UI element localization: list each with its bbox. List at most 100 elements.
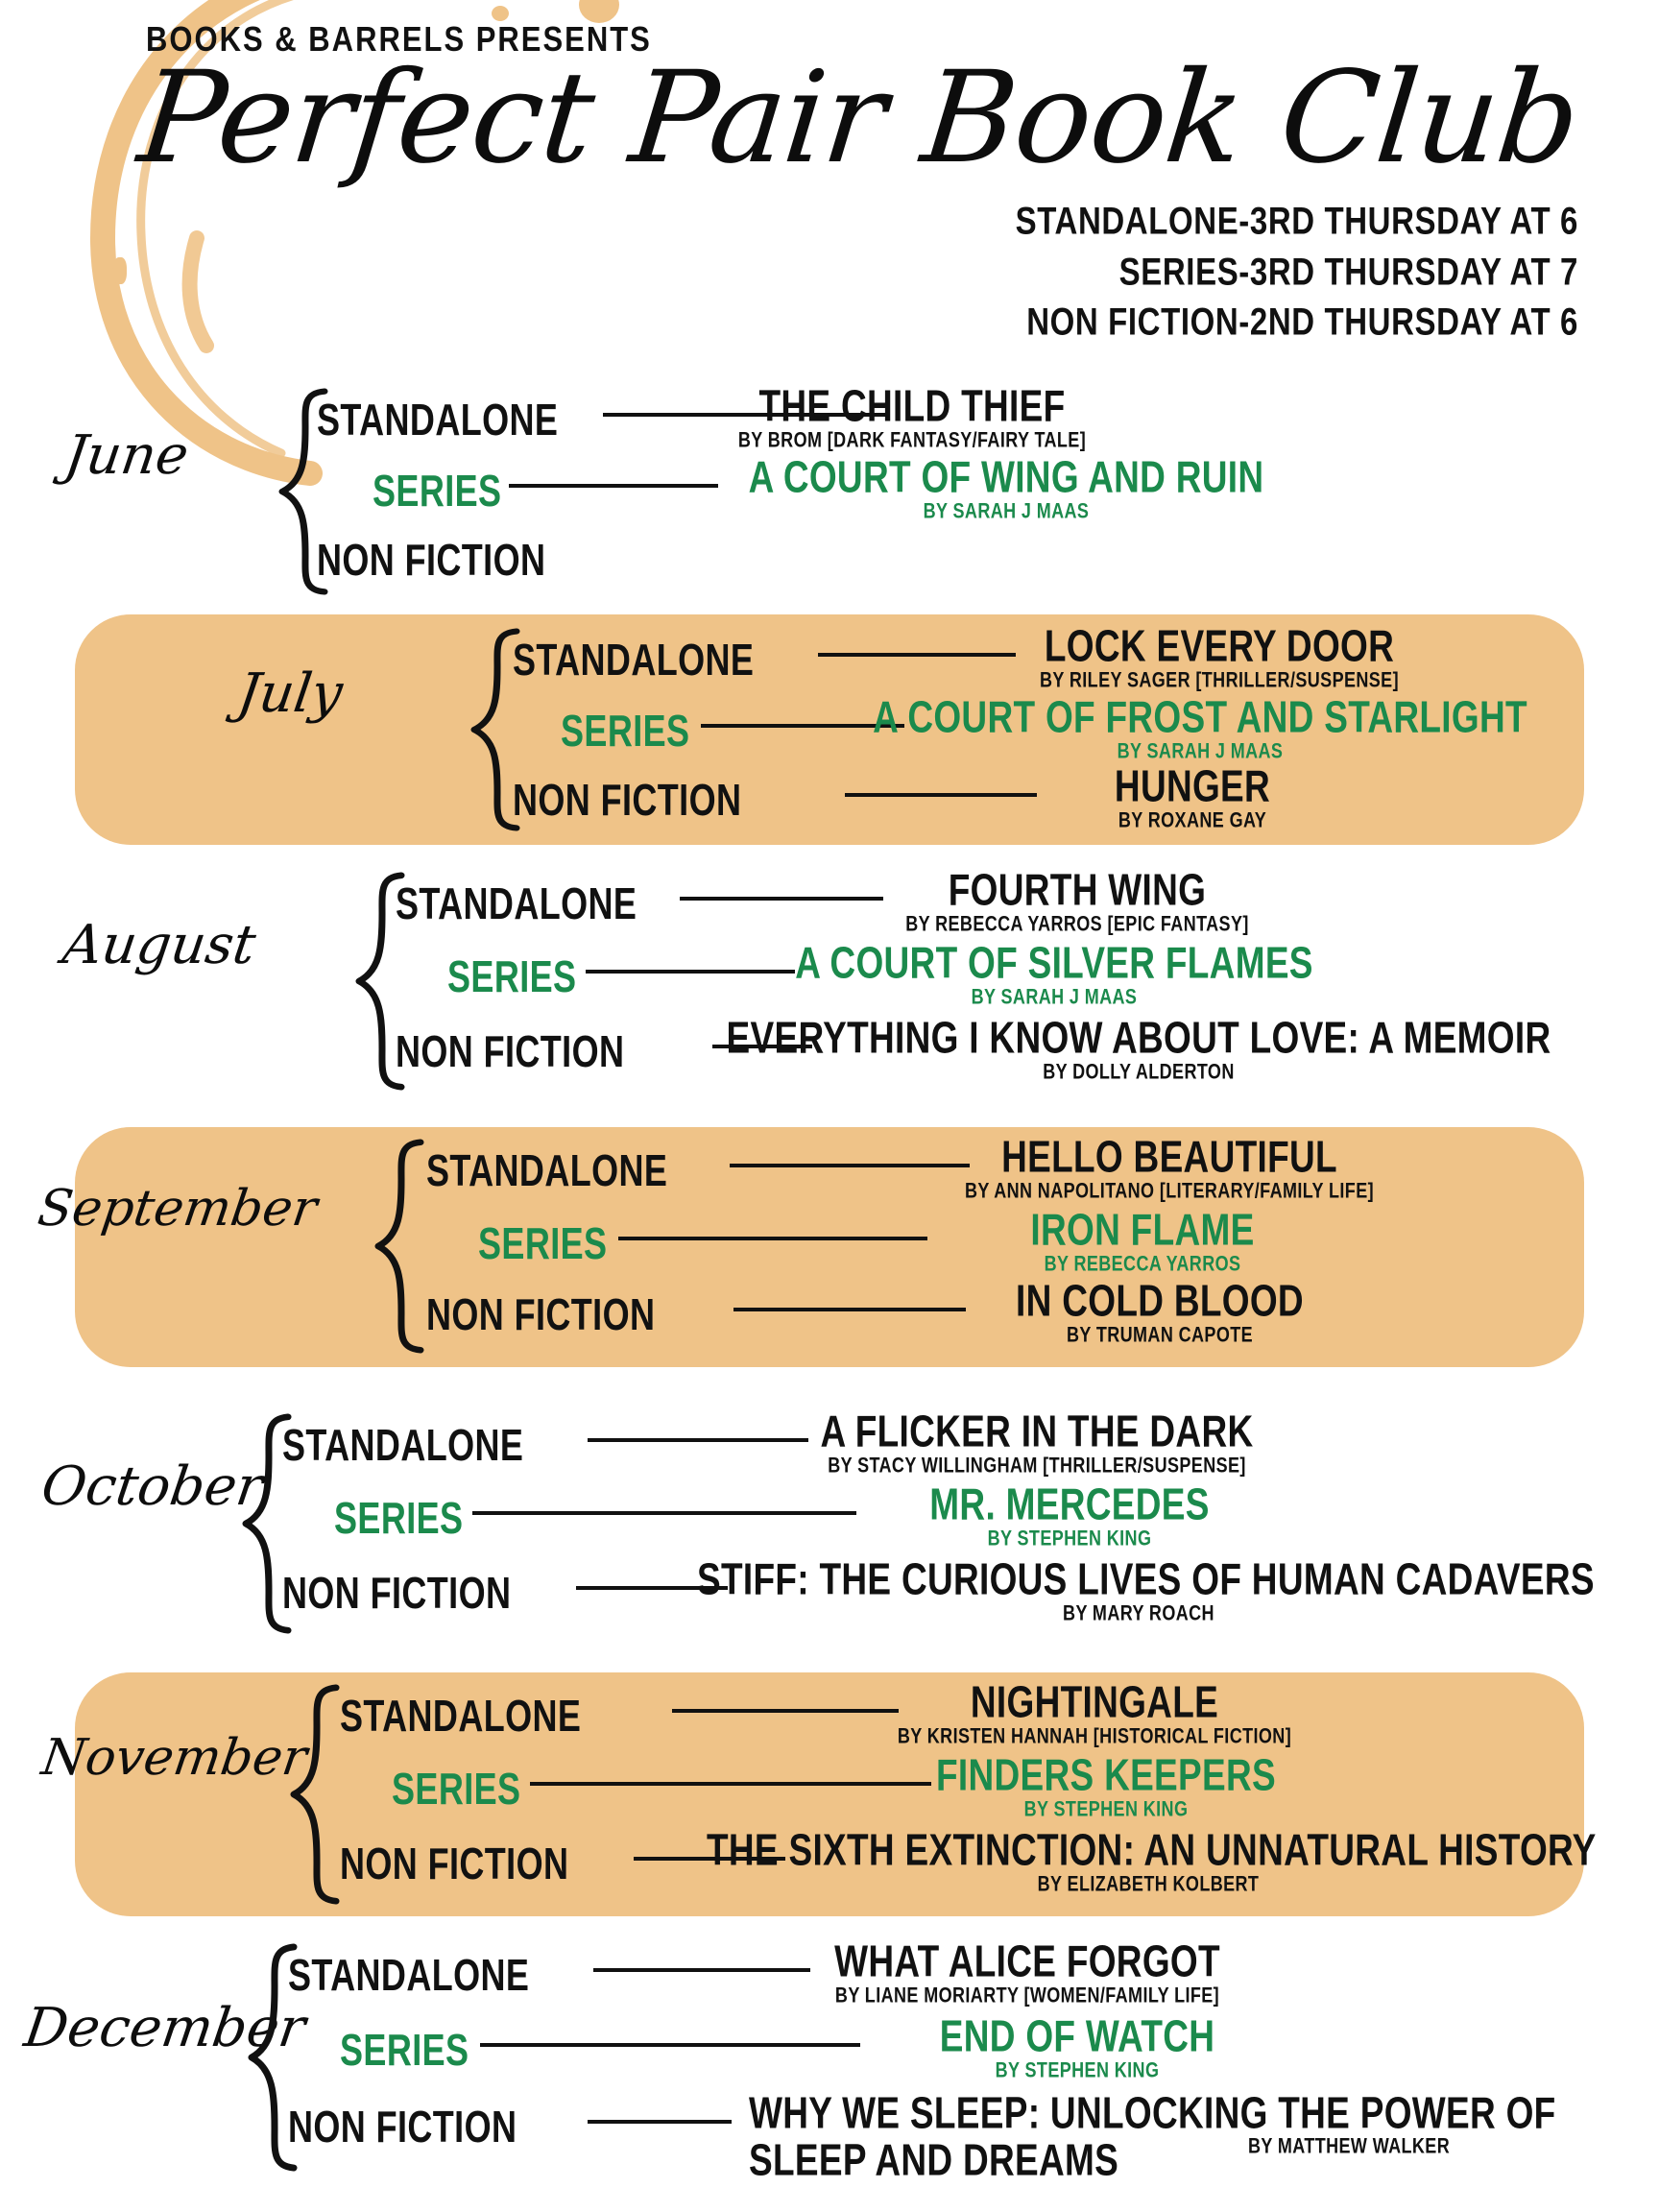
connector-line (730, 1164, 970, 1167)
book-title: FINDERS KEEPERS (935, 1749, 1276, 1800)
book-author: BY REBECCA YARROS (1044, 1251, 1241, 1276)
book-author: BY SARAH J MAAS (923, 498, 1090, 523)
category-label-series: SERIES (561, 705, 690, 757)
book-author: BY ELIZABETH KOLBERT (1037, 1871, 1260, 1896)
book-author: BY BROM [DARK FANTASY/FAIRY TALE] (737, 427, 1087, 452)
flyer-header: BOOKS & BARRELS PRESENTS Perfect Pair Bo… (0, 0, 1659, 376)
book-title: THE SIXTH EXTINCTION: AN UNNATURAL HISTO… (707, 1824, 1597, 1875)
book-title: THE CHILD THIEF (758, 380, 1066, 431)
connector-line (712, 1045, 812, 1048)
book-title: LOCK EVERY DOOR (1044, 620, 1395, 671)
category-label-series: SERIES (334, 1492, 464, 1544)
book-title: WHY WE SLEEP: UNLOCKING THE POWER OF SLE… (749, 2087, 1556, 2185)
category-label-non-fiction: NON FICTION (426, 1288, 656, 1340)
category-label-series: SERIES (478, 1217, 608, 1269)
connector-line (701, 724, 904, 728)
category-label-standalone: STANDALONE (317, 394, 559, 445)
curly-brace-icon (288, 1684, 349, 1905)
connector-line (603, 413, 887, 417)
connector-line (588, 1438, 808, 1442)
book-author: BY ROXANE GAY (1118, 807, 1267, 832)
book-title: NIGHTINGALE (970, 1676, 1219, 1727)
book-author: BY RILEY SAGER [THRILLER/SUSPENSE] (1040, 667, 1399, 692)
category-label-non-fiction: NON FICTION (396, 1025, 625, 1077)
category-label-non-fiction: NON FICTION (288, 2101, 517, 2152)
month-panel (75, 1672, 1584, 1916)
curly-brace-icon (469, 628, 530, 831)
book-author: BY SARAH J MAAS (1117, 738, 1284, 763)
book-author: BY STACY WILLINGHAM [THRILLER/SUSPENSE] (828, 1453, 1246, 1478)
book-author: BY LIANE MORIARTY [WOMEN/FAMILY LIFE] (834, 1983, 1220, 2008)
category-label-standalone: STANDALONE (288, 1949, 530, 2001)
book-author: BY ANN NAPOLITANO [LITERARY/FAMILY LIFE] (964, 1178, 1374, 1203)
book-title: A COURT OF FROST AND STARLIGHT (873, 691, 1527, 742)
category-label-series: SERIES (392, 1763, 521, 1815)
schedule-line-series: SERIES-3RD THURSDAY AT 7 (1118, 249, 1578, 293)
book-title: IRON FLAME (1030, 1204, 1255, 1255)
connector-line (618, 1237, 927, 1240)
category-label-non-fiction: NON FICTION (317, 534, 546, 586)
presenter-line: BOOKS & BARRELS PRESENTS (146, 19, 652, 60)
connector-line (586, 970, 795, 974)
book-title: STIFF: THE CURIOUS LIVES OF HUMAN CADAVE… (697, 1553, 1595, 1604)
page-title: Perfect Pair Book Club (132, 44, 1586, 192)
category-label-series: SERIES (447, 950, 577, 1002)
book-author: BY STEPHEN KING (1023, 1796, 1189, 1821)
connector-line (576, 1586, 728, 1590)
book-title: MR. MERCEDES (929, 1479, 1210, 1529)
category-label-standalone: STANDALONE (513, 634, 755, 685)
book-author: BY REBECCA YARROS [EPIC FANTASY] (905, 911, 1249, 936)
category-label-non-fiction: NON FICTION (513, 774, 742, 826)
connector-line (733, 1308, 966, 1311)
connector-line (634, 1857, 785, 1861)
book-title: A COURT OF WING AND RUIN (748, 451, 1264, 502)
category-label-standalone: STANDALONE (340, 1690, 582, 1742)
category-label-series: SERIES (373, 465, 502, 517)
curly-brace-icon (353, 872, 415, 1091)
book-title: END OF WATCH (939, 2010, 1215, 2061)
book-row: NON FICTION (0, 528, 1659, 616)
book-title: WHAT ALICE FORGOT (834, 1936, 1220, 1986)
schedule-line-standalone: STANDALONE-3RD THURSDAY AT 6 (1015, 198, 1578, 243)
curly-brace-icon (373, 1139, 434, 1354)
connector-line (480, 2043, 860, 2047)
connector-line (509, 484, 718, 488)
book-author: BY DOLLY ALDERTON (1043, 1059, 1235, 1084)
book-author: BY KRISTEN HANNAH [HISTORICAL FICTION] (897, 1723, 1292, 1748)
book-title: EVERYTHING I KNOW ABOUT LOVE: A MEMOIR (726, 1012, 1551, 1063)
book-title: HELLO BEAUTIFUL (1001, 1131, 1337, 1182)
connector-line (672, 1709, 899, 1713)
category-label-non-fiction: NON FICTION (340, 1838, 569, 1889)
book-title: A FLICKER IN THE DARK (820, 1406, 1254, 1456)
connector-line (472, 1511, 856, 1515)
book-author: BY SARAH J MAAS (971, 984, 1138, 1009)
